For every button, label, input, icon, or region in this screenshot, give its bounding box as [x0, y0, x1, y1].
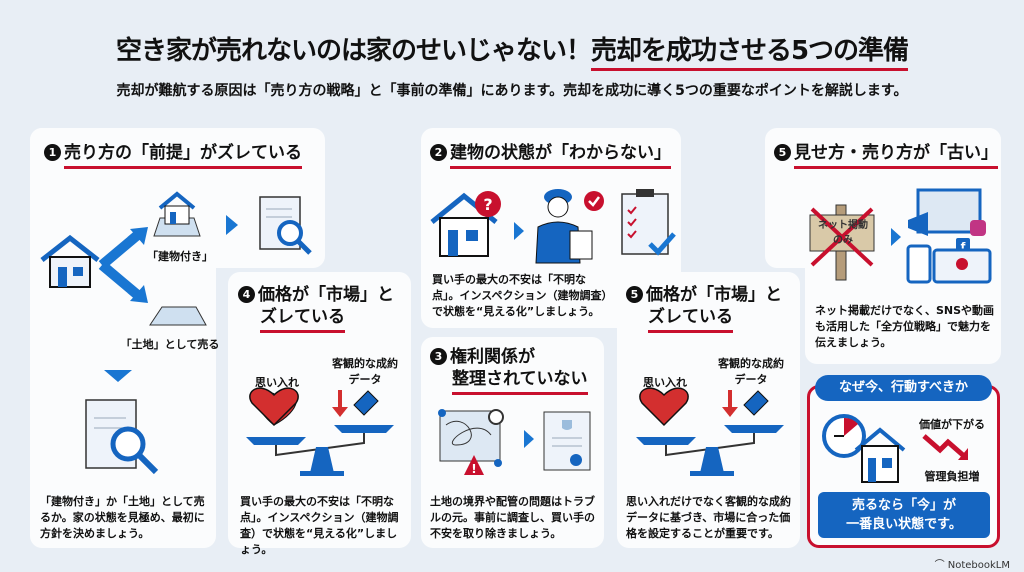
title-text: 見せ方・売り方が「古い」	[794, 143, 998, 169]
label-heart: 思い入れ	[255, 376, 299, 389]
svg-text:?: ?	[483, 195, 492, 214]
document-search-icon	[259, 196, 312, 255]
play-arrow-icon	[226, 215, 238, 235]
play-arrow-icon	[514, 222, 524, 240]
label-building: 「建物付き」	[147, 250, 213, 263]
document-search-icon	[85, 399, 159, 475]
brand-text: NotebookLM	[947, 560, 1010, 571]
title-line2: ズレている	[648, 307, 733, 333]
scale-heart-tag-icon	[636, 387, 784, 476]
card-4-body-text: 買い手の最大の不安は「不明な点」。インスペクション（建物調査）で状態を“見える化…	[240, 495, 399, 556]
title-highlight: 売却を成功させる5つの準備	[590, 36, 909, 71]
split-arrows-icon	[98, 227, 148, 303]
crossed-sign-icon	[809, 204, 875, 281]
label-heart: 思い入れ	[643, 376, 687, 389]
number-badge: 4	[238, 286, 255, 303]
cost-up-label: 管理負担増	[924, 470, 980, 483]
title-line2: ズレている	[260, 307, 345, 333]
map-warning-icon: !	[438, 409, 504, 476]
title-line1: 価格が「市場」と	[646, 285, 782, 305]
cta-line1: 売るなら「今」が	[851, 498, 956, 513]
label-data: 客観的な成約データ	[332, 357, 398, 386]
card-5-price-body-text: 思い入れだけでなく客観的な成約データに基づき、市場に合った価格を設定することが重…	[626, 495, 791, 540]
title-line2: 整理されていない	[452, 369, 588, 395]
sign-text: ネット掲動のみ	[818, 220, 868, 246]
inspector-icon	[535, 189, 604, 264]
multichannel-media-icon: f	[906, 188, 992, 284]
title-text: 建物の状態が「わからない」	[450, 143, 671, 169]
notebooklm-icon: ⌒	[934, 560, 948, 571]
why-now-title: なぜ今、行動すべきか	[815, 375, 992, 401]
down-arrow-icon	[104, 370, 132, 382]
cta-line2: 一番良い状態です。	[846, 517, 962, 532]
brand-logo: ⌒ NotebookLM	[935, 556, 1010, 571]
play-arrow-icon	[891, 228, 901, 246]
page-subtitle: 売却が難航する原因は「売り方の戦略」と「事前の準備」にあります。売却を成功に導く…	[116, 83, 908, 99]
number-badge: 3	[430, 348, 447, 365]
house-with-land-icon	[153, 191, 201, 237]
certificate-icon	[543, 411, 591, 471]
card-5-marketing-body-text: ネット掲載だけでなく、SNSや動画も活用した「全方位戦略」で魅力を伝えましょう。	[815, 304, 995, 349]
title-line1: 権利関係が	[450, 347, 535, 367]
number-badge: 5	[774, 144, 791, 161]
checklist-icon	[621, 189, 676, 256]
clock-house-icon	[822, 414, 906, 483]
number-badge: 2	[430, 144, 447, 161]
label-land: 「土地」として売る	[120, 338, 220, 351]
scale-heart-tag-icon	[246, 387, 394, 476]
title-text: 売り方の「前提」がズレている	[64, 143, 302, 169]
card-3-body-text: 土地の境界や配管の問題はトラブルの元。事前に調査し、買い手の不安を取り除きましょ…	[430, 495, 595, 540]
number-badge: 5	[626, 286, 643, 303]
play-arrow-icon	[524, 430, 534, 448]
svg-text:f: f	[961, 240, 966, 253]
label-data: 客観的な成約データ	[718, 357, 784, 386]
svg-text:!: !	[471, 462, 476, 476]
house-icon	[40, 234, 100, 288]
card-5-price	[617, 272, 800, 548]
number-badge: 1	[44, 144, 61, 161]
land-plot-icon	[149, 306, 207, 326]
card-2-body-text: 買い手の最大の不安は「不明な点」。インスペクション（建物調査）で状態を“見える化…	[432, 273, 608, 318]
title-part1: 空き家が売れないのは家のせいじゃない！	[115, 36, 592, 66]
cta-banner: 売るなら「今」が一番良い状態です。	[818, 492, 990, 538]
house-question-icon: ?	[430, 191, 501, 257]
card-1-body-text: 「建物付き」か「土地」として売るか。家の状態を見極め、最初に方針を決めましょう。	[40, 495, 205, 540]
value-down-label: 価値が下がる	[919, 418, 985, 431]
down-trend-arrow-icon	[922, 434, 968, 460]
title-line1: 価格が「市場」と	[258, 285, 394, 305]
page-title: 空き家が売れないのは家のせいじゃない！売却を成功させる5つの準備	[0, 30, 1024, 71]
